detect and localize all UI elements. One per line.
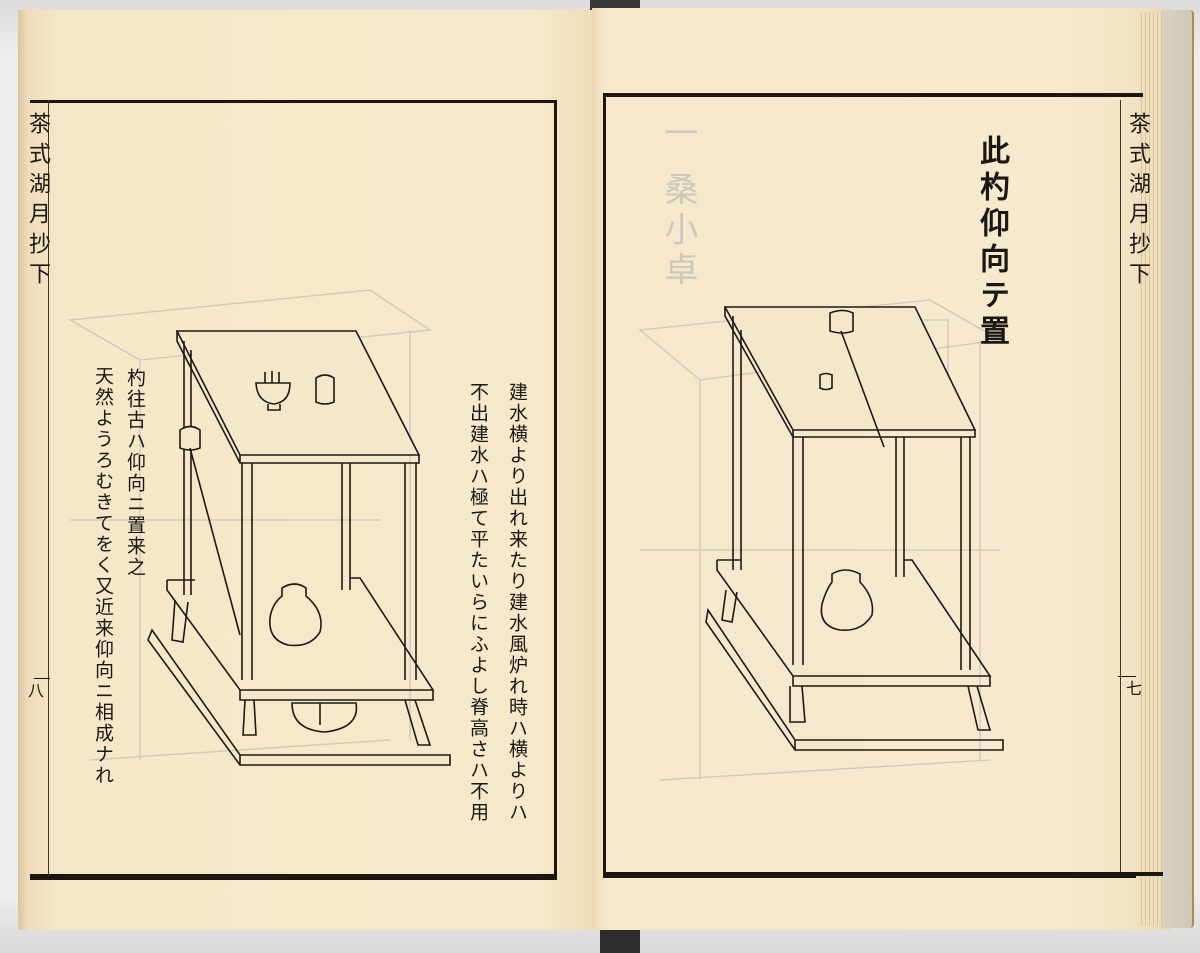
right-bottom-rule bbox=[603, 872, 1163, 876]
right-page bbox=[592, 8, 1170, 930]
spine-bottom bbox=[600, 930, 640, 953]
left-margin-rule bbox=[48, 100, 49, 877]
right-caption-line-2: 不出建水ハ極て平たいらにふよし脊高さハ不用 bbox=[467, 382, 489, 823]
left-illustration-stand bbox=[147, 330, 451, 766]
left-bottom-rule bbox=[30, 874, 557, 878]
right-running-title: 茶式湖月抄下 bbox=[1125, 112, 1150, 292]
left-folio-mark: 八 bbox=[25, 682, 44, 700]
cover-board bbox=[1162, 10, 1194, 928]
left-running-title: 茶式湖月抄下 bbox=[25, 112, 50, 292]
left-page bbox=[18, 10, 596, 930]
left-folio-rule bbox=[34, 678, 50, 679]
right-folio-rule bbox=[1118, 676, 1136, 677]
right-top-rule bbox=[603, 93, 1143, 97]
right-folio-mark: 七 bbox=[1123, 680, 1142, 698]
right-margin-rule bbox=[1120, 100, 1121, 872]
left-bleed-through bbox=[67, 289, 432, 761]
fore-edge bbox=[1138, 12, 1166, 926]
left-caption-line-2: 天然ようろむきてをく又近来仰向ニ相成ナれ bbox=[92, 366, 114, 786]
right-caption-line-1: 建水横より出れ来たり建水風炉れ時ハ横よりハ bbox=[506, 382, 528, 823]
right-heading: 此杓仰向テ置 bbox=[974, 135, 1009, 351]
left-caption-line-1: 杓往古ハ仰向ニ置来之 bbox=[124, 368, 146, 578]
left-page-frame bbox=[30, 100, 557, 880]
bleed-through-text: 一 桑小卓 bbox=[658, 115, 698, 292]
